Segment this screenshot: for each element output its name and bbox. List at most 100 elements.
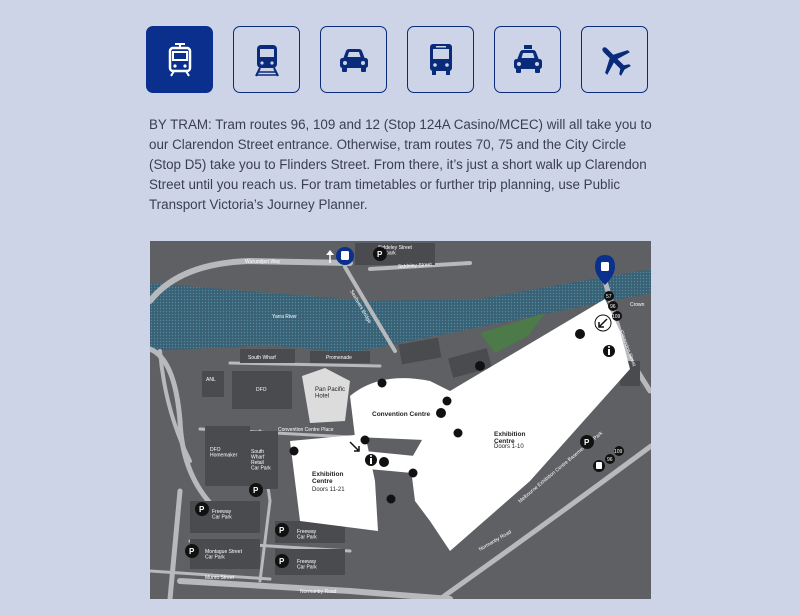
parking-icon: [195, 502, 209, 516]
parking-icon: [373, 247, 387, 261]
svg-text:P: P: [189, 547, 195, 556]
building-dfo: [232, 371, 292, 409]
svg-text:109: 109: [612, 314, 621, 320]
building-exhibition-west: [290, 434, 378, 531]
road-siddeley: [368, 261, 472, 271]
tab-taxi[interactable]: [494, 26, 561, 93]
building-retail-carpark: [250, 431, 278, 489]
label-myers: Munro Street: [205, 575, 235, 581]
building-riverside-1: [398, 337, 442, 365]
building-promenade: [310, 351, 370, 363]
tab-tram[interactable]: [146, 26, 213, 93]
info-icon: [603, 345, 615, 357]
parking-icon: [275, 554, 289, 568]
transport-description: BY TRAM: Tram routes 96, 109 and 12 (Sto…: [149, 117, 652, 212]
tab-train[interactable]: [233, 26, 300, 93]
svg-text:P: P: [279, 526, 285, 535]
stop-badge-96: 96: [608, 301, 618, 311]
road-bridge: [343, 265, 397, 353]
road-normanby: [177, 578, 453, 599]
tram-icon: [168, 42, 191, 77]
building-freeway-2: [275, 521, 345, 543]
label-siddeley-carpark: Siddeley StreetCarpark: [378, 245, 413, 257]
building-siddeley: [355, 243, 435, 265]
label-wurundjeri: Wurundjeri Way: [245, 259, 281, 265]
parking-icon: [185, 544, 199, 558]
building-montague: [190, 539, 260, 569]
road-montague: [167, 488, 183, 599]
park-area: [480, 313, 545, 353]
plane-icon: [601, 46, 631, 76]
parking-icon: [249, 483, 263, 497]
tab-car[interactable]: [320, 26, 387, 93]
bus-badge-109: 109: [614, 446, 624, 456]
stop-badge-109: 109: [612, 311, 622, 321]
road-myers: [150, 569, 272, 581]
svg-text:P: P: [279, 557, 285, 566]
road-dukes: [228, 361, 382, 368]
label-convention-pl: Convention Centre Place: [278, 427, 334, 433]
svg-text:57: 57: [606, 294, 612, 300]
road-normanby-diag: [437, 443, 651, 599]
label-crown: Crown: [630, 302, 645, 308]
train-icon: [254, 44, 279, 76]
building-pan-pacific: [302, 368, 350, 423]
label-convention-centre: Convention Centre: [372, 411, 431, 418]
svg-text:96: 96: [610, 304, 616, 310]
building-dfo-homemaker: [205, 426, 250, 486]
bus-icon: [593, 460, 605, 472]
label-promenade: Promenade: [326, 355, 352, 361]
label-anl: ANL: [206, 377, 216, 383]
parking-icon: [275, 523, 289, 537]
label-doors-main: Doors 1-10: [494, 444, 524, 450]
label-south-wharf: South Wharf: [248, 355, 276, 361]
yarra-river: [150, 269, 651, 353]
label-dfo: DFO: [256, 387, 267, 393]
directional-arrow-icon: [289, 378, 463, 504]
building-link: [365, 451, 415, 473]
stop-badge-57: 57: [604, 291, 614, 301]
building-exhibition-main: [410, 299, 630, 551]
road-spencer: [158, 349, 192, 463]
tram-stop-marker[interactable]: [595, 255, 615, 285]
info-icon: [365, 454, 377, 466]
transport-tabs: [146, 26, 648, 93]
building-convention-centre: [350, 378, 450, 441]
bus-badge-96: 96: [605, 454, 615, 464]
svg-text:P: P: [253, 486, 259, 495]
road-wurundjeri-way: [150, 257, 353, 304]
label-siddeley-st: Siddeley Street: [398, 262, 433, 270]
parking-icon: [580, 435, 594, 449]
tab-bus[interactable]: [407, 26, 474, 93]
label-yarra-river: Yarra River: [272, 314, 297, 320]
building-anl: [202, 371, 224, 397]
tab-plane[interactable]: [581, 26, 648, 93]
label-normanby: Normanby Road: [300, 589, 337, 595]
north-arrow-icon: [326, 250, 334, 263]
car-icon: [339, 48, 368, 72]
road-left-curve: [150, 346, 213, 506]
entrance-arrow-icon: [594, 314, 612, 332]
svg-text:96: 96: [607, 457, 613, 463]
svg-text:109: 109: [614, 449, 623, 455]
svg-text:P: P: [377, 250, 383, 259]
svg-text:P: P: [199, 505, 205, 514]
venue-map: Wurundjeri Way Siddeley Street Siddeley …: [150, 241, 651, 599]
taxi-icon: [513, 44, 542, 73]
cafe-icon: [379, 329, 585, 467]
building-south-wharf: [240, 349, 295, 363]
entrance-arrow-icon: [347, 439, 363, 455]
bus-icon: [429, 43, 452, 75]
svg-text:P: P: [584, 438, 590, 447]
label-doors-west: Doors 11-21: [312, 487, 345, 493]
bus-stop-marker[interactable]: [336, 247, 354, 265]
